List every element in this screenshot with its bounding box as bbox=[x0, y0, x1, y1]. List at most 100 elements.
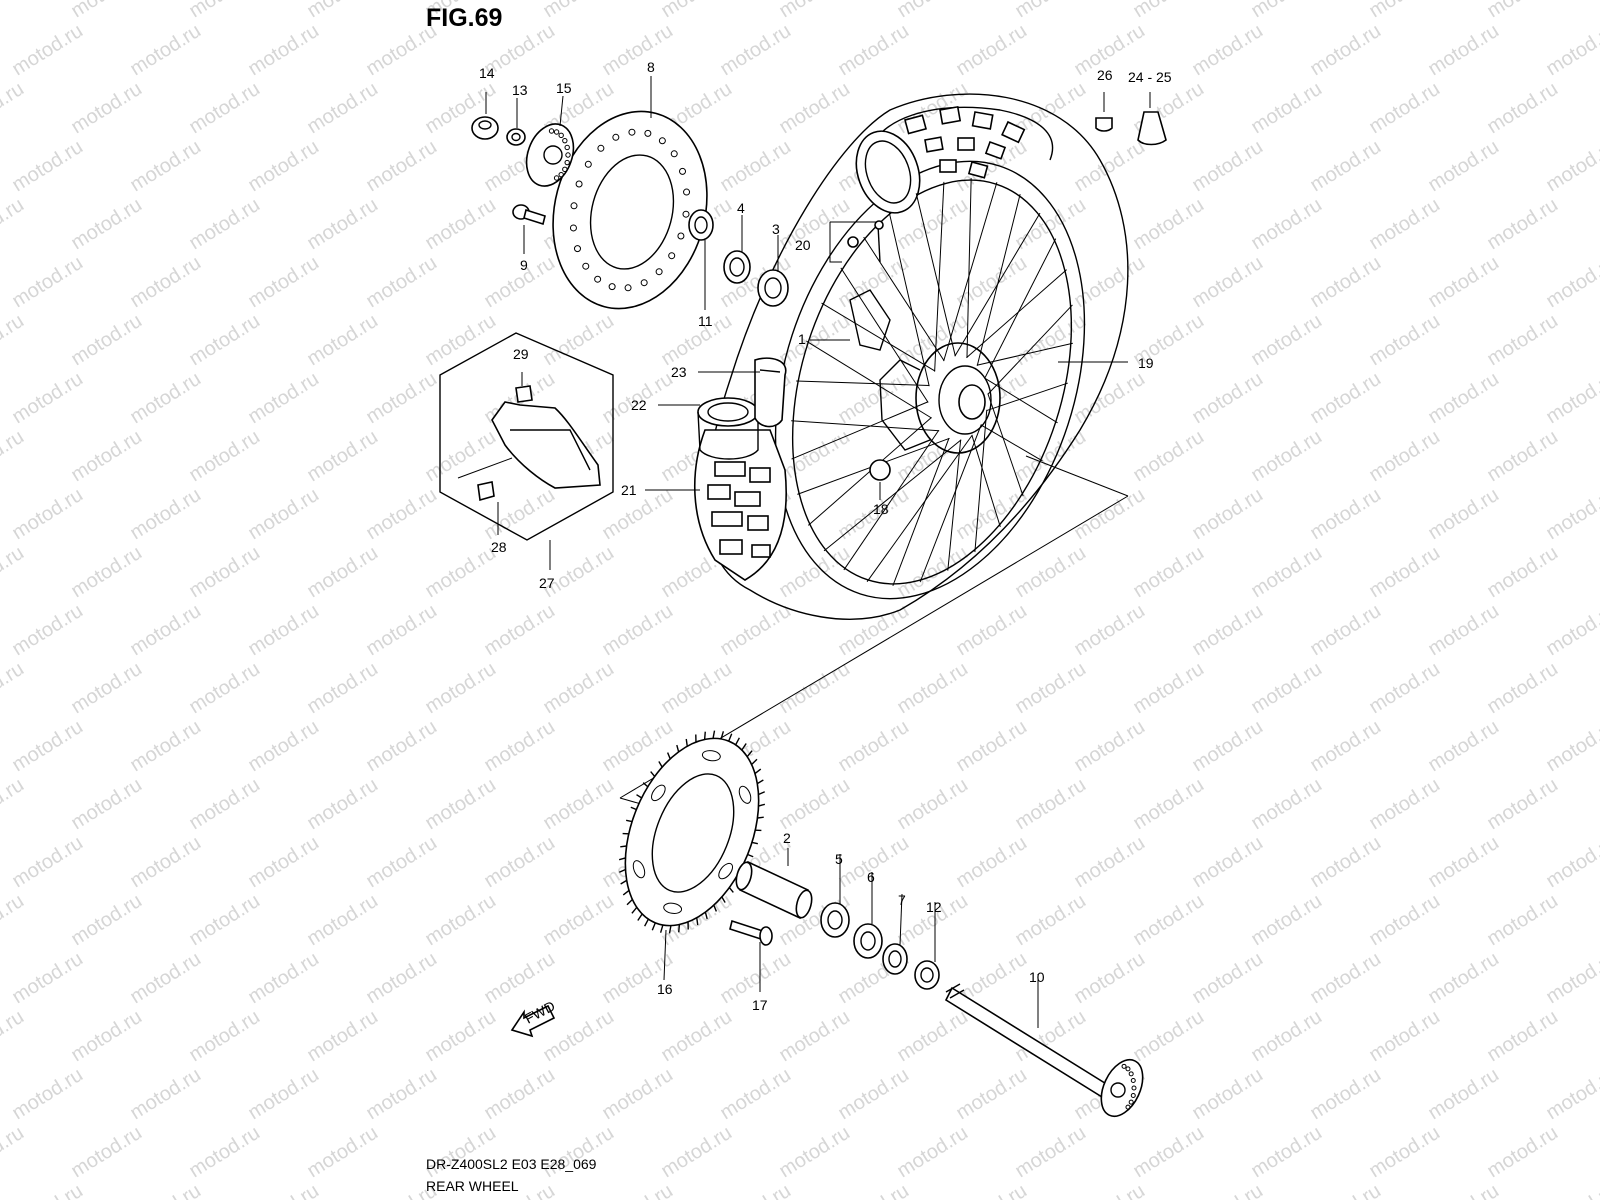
plate-dot bbox=[553, 175, 560, 181]
watermark-text: motod.ru bbox=[775, 426, 854, 486]
plate-dot bbox=[562, 137, 568, 144]
bearing-6 bbox=[853, 923, 883, 959]
sprocket-tooth bbox=[618, 868, 626, 873]
watermark-text: motod.ru bbox=[1129, 1006, 1208, 1066]
watermark-text: motod.ru bbox=[8, 368, 87, 428]
watermark-text: motod.ru bbox=[362, 948, 441, 1008]
sprocket-tooth bbox=[668, 925, 672, 934]
watermark-text: motod.ru bbox=[834, 1064, 913, 1124]
watermark-text: motod.ru bbox=[1542, 716, 1600, 776]
bearing-5 bbox=[820, 902, 850, 938]
watermark-text: motod.ru bbox=[1247, 1006, 1326, 1066]
sprocket-hole bbox=[738, 785, 752, 804]
watermark-text: motod.ru bbox=[1483, 78, 1562, 138]
watermark-text: motod.ru bbox=[952, 1180, 1031, 1200]
watermark-text: motod.ru bbox=[362, 252, 441, 312]
nut-14 bbox=[471, 116, 499, 140]
watermark-text: motod.ru bbox=[362, 1064, 441, 1124]
plate-dot bbox=[1121, 1063, 1127, 1069]
watermark-text: motod.ru bbox=[185, 426, 264, 486]
watermark-text: motod.ru bbox=[303, 426, 382, 486]
watermark-text: motod.ru bbox=[657, 658, 736, 718]
plate-dot bbox=[1128, 1071, 1134, 1077]
watermark-text: motod.ru bbox=[1070, 948, 1149, 1008]
watermark-text: motod.ru bbox=[1542, 948, 1600, 1008]
sprocket-tooth bbox=[636, 794, 643, 799]
plate-dot bbox=[548, 128, 555, 134]
watermark-text: motod.ru bbox=[1424, 716, 1503, 776]
watermark-text: motod.ru bbox=[539, 1122, 618, 1182]
spoke bbox=[821, 302, 936, 372]
watermark-text: motod.ru bbox=[1129, 1122, 1208, 1182]
watermark-text: motod.ru bbox=[126, 484, 205, 544]
plate-dot bbox=[1125, 1066, 1131, 1072]
watermark-text: motod.ru bbox=[1306, 948, 1385, 1008]
valve-cap-26 bbox=[1095, 117, 1113, 132]
plate-dot bbox=[558, 132, 564, 139]
watermark-text: motod.ru bbox=[421, 774, 500, 834]
disc-hole bbox=[594, 275, 602, 283]
sprocket-tooth bbox=[658, 761, 663, 768]
watermark-text: motod.ru bbox=[1365, 890, 1444, 950]
watermark-text: motod.ru bbox=[1306, 368, 1385, 428]
watermark-text: motod.ru bbox=[775, 78, 854, 138]
disc-hole bbox=[628, 128, 636, 136]
watermark-text: motod.ru bbox=[775, 1006, 854, 1066]
spoke bbox=[954, 212, 1041, 357]
watermark-text: motod.ru bbox=[952, 20, 1031, 80]
watermark-text: motod.ru bbox=[185, 78, 264, 138]
sprocket-tooth bbox=[685, 738, 688, 747]
disc-hole bbox=[670, 150, 678, 158]
disc-hole bbox=[682, 210, 690, 218]
callout-12: 12 bbox=[926, 899, 942, 915]
callout-19: 19 bbox=[1138, 355, 1154, 371]
watermark-text: motod.ru bbox=[1247, 426, 1326, 486]
watermark-text: motod.ru bbox=[1542, 600, 1600, 660]
sprocket-tooth bbox=[637, 913, 643, 921]
watermark-text: motod.ru bbox=[1188, 484, 1267, 544]
spoke bbox=[976, 342, 1073, 366]
watermark-text: motod.ru bbox=[775, 542, 854, 602]
spoke bbox=[966, 269, 1067, 359]
watermark-text: motod.ru bbox=[834, 716, 913, 776]
watermark-text: motod.ru bbox=[893, 658, 972, 718]
disc-hole bbox=[677, 232, 685, 240]
disc-hole bbox=[608, 283, 616, 291]
watermark-text: motod.ru bbox=[1129, 426, 1208, 486]
disc-hole bbox=[658, 137, 666, 145]
sprocket-tooth bbox=[758, 791, 766, 796]
watermark-text: motod.ru bbox=[1424, 600, 1503, 660]
sprocket-tooth bbox=[650, 771, 656, 777]
watermark-text: motod.ru bbox=[1070, 252, 1149, 312]
watermark-text: motod.ru bbox=[1070, 368, 1149, 428]
watermark-text: motod.ru bbox=[421, 1006, 500, 1066]
watermark-text: motod.ru bbox=[1483, 0, 1562, 22]
sprocket-tooth bbox=[620, 879, 628, 885]
watermark-text: motod.ru bbox=[1483, 890, 1562, 950]
watermark-text: motod.ru bbox=[657, 0, 736, 22]
sprocket-tooth bbox=[751, 841, 758, 845]
callout-15: 15 bbox=[556, 80, 572, 96]
watermark-text: motod.ru bbox=[1188, 136, 1267, 196]
watermark-text: motod.ru bbox=[1188, 600, 1267, 660]
watermark-text: motod.ru bbox=[0, 310, 28, 370]
disc-hole bbox=[570, 202, 578, 210]
plate-dot bbox=[564, 144, 570, 151]
spoke bbox=[863, 236, 945, 362]
sprocket-tooth bbox=[741, 743, 747, 751]
disc-hole bbox=[582, 262, 590, 270]
watermark-text: motod.ru bbox=[8, 716, 87, 776]
plate-dot bbox=[1130, 1077, 1136, 1083]
sprocket-hole bbox=[663, 902, 683, 914]
sprocket-tooth bbox=[626, 819, 633, 823]
spoke bbox=[980, 424, 1043, 462]
watermark-text: motod.ru bbox=[0, 542, 28, 602]
spacer-12 bbox=[914, 960, 940, 990]
rear-sprocket-16 bbox=[618, 730, 766, 934]
plate-dot bbox=[1131, 1085, 1137, 1091]
callout-9: 9 bbox=[520, 257, 528, 273]
watermark-text: motod.ru bbox=[8, 20, 87, 80]
disc-hole bbox=[683, 188, 691, 196]
watermark-text: motod.ru bbox=[185, 0, 264, 22]
watermark-text: motod.ru bbox=[775, 1122, 854, 1182]
